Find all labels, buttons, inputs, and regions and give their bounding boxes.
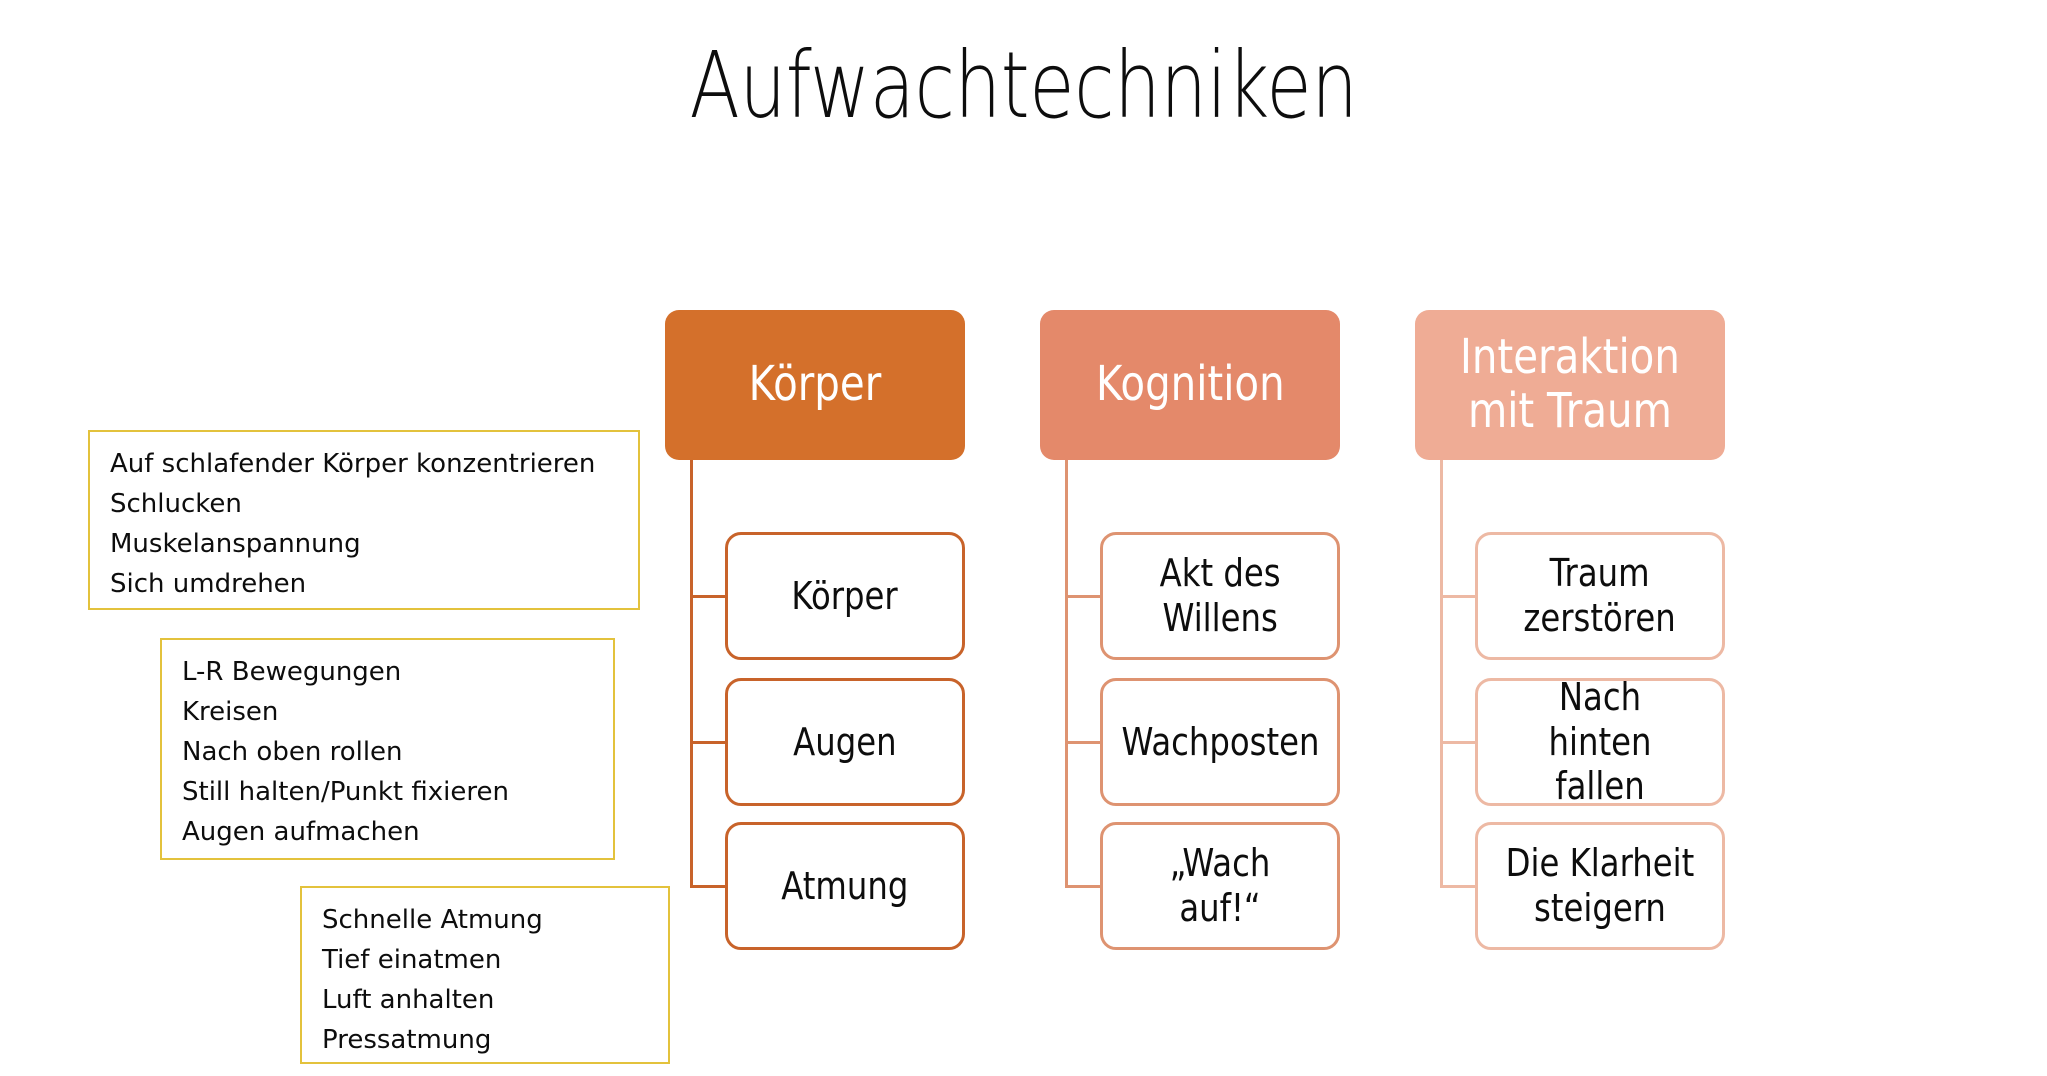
note-line: Muskelanspannung <box>110 529 361 559</box>
connector-stub <box>1440 741 1480 744</box>
column-header-label: Körper <box>748 356 882 413</box>
node-traum-zerstoeren[interactable]: Traum zerstören <box>1475 532 1725 660</box>
connector-trunk <box>1065 460 1068 886</box>
column-header-koerper[interactable]: Körper <box>665 310 965 460</box>
column-header-label: Kognition <box>1095 356 1285 413</box>
node-label: Augen <box>793 719 897 764</box>
node-label: Körper <box>791 573 899 618</box>
node-label: Akt des Willens <box>1159 551 1281 640</box>
node-nach-hinten-fallen[interactable]: Nach hinten fallen <box>1475 674 1725 809</box>
connector-stub <box>690 741 730 744</box>
node-die-klarheit-steigern[interactable]: Die Klarheit steigern <box>1475 822 1725 950</box>
connector-stub <box>1440 595 1480 598</box>
node-label: Traum zerstören <box>1523 551 1677 640</box>
node-label: Wachposten <box>1121 719 1319 764</box>
note-line: Kreisen <box>182 697 279 727</box>
connector-stub <box>1065 741 1105 744</box>
note-line: Schnelle Atmung <box>322 905 543 935</box>
note-line: Nach oben rollen <box>182 737 403 767</box>
node-label: Nach hinten fallen <box>1548 674 1652 809</box>
note-line: Augen aufmachen <box>182 817 420 847</box>
connector-stub <box>1065 595 1105 598</box>
node-augen[interactable]: Augen <box>725 678 965 806</box>
note-line: Schlucken <box>110 489 242 519</box>
note-line: Sich umdrehen <box>110 569 307 599</box>
connector-stub <box>690 595 730 598</box>
note-line: Tief einatmen <box>322 945 502 975</box>
node-label: Atmung <box>781 863 909 908</box>
connector-stub <box>690 885 730 888</box>
note-line: Auf schlafender Körper konzentrieren <box>110 449 596 479</box>
connector-trunk <box>690 460 693 886</box>
node-atmung[interactable]: Atmung <box>725 822 965 950</box>
node-wachposten[interactable]: Wachposten <box>1100 678 1340 806</box>
column-header-interaktion-mit-traum[interactable]: Interaktion mit Traum <box>1415 310 1725 460</box>
connector-trunk <box>1440 460 1443 886</box>
note-line: Still halten/Punkt fixieren <box>182 777 509 807</box>
column-header-kognition[interactable]: Kognition <box>1040 310 1340 460</box>
note-box-atmung: Schnelle Atmung Tief einatmen Luft anhal… <box>300 886 670 1064</box>
node-label: Die Klarheit steigern <box>1505 841 1695 930</box>
note-box-augen: L-R Bewegungen Kreisen Nach oben rollen … <box>160 638 615 860</box>
node-wach-auf[interactable]: „Wach auf!“ <box>1100 822 1340 950</box>
note-line: Pressatmung <box>322 1025 492 1055</box>
column-header-label: Interaktion mit Traum <box>1460 329 1680 439</box>
node-koerper[interactable]: Körper <box>725 532 965 660</box>
connector-stub <box>1440 885 1480 888</box>
note-line: Luft anhalten <box>322 985 495 1015</box>
note-line: L-R Bewegungen <box>182 657 402 687</box>
connector-stub <box>1065 885 1105 888</box>
note-box-koerper: Auf schlafender Körper konzentrieren Sch… <box>88 430 640 610</box>
node-label: „Wach auf!“ <box>1169 841 1271 930</box>
page-title: Aufwachtechniken <box>689 32 1358 139</box>
node-akt-des-willens[interactable]: Akt des Willens <box>1100 532 1340 660</box>
